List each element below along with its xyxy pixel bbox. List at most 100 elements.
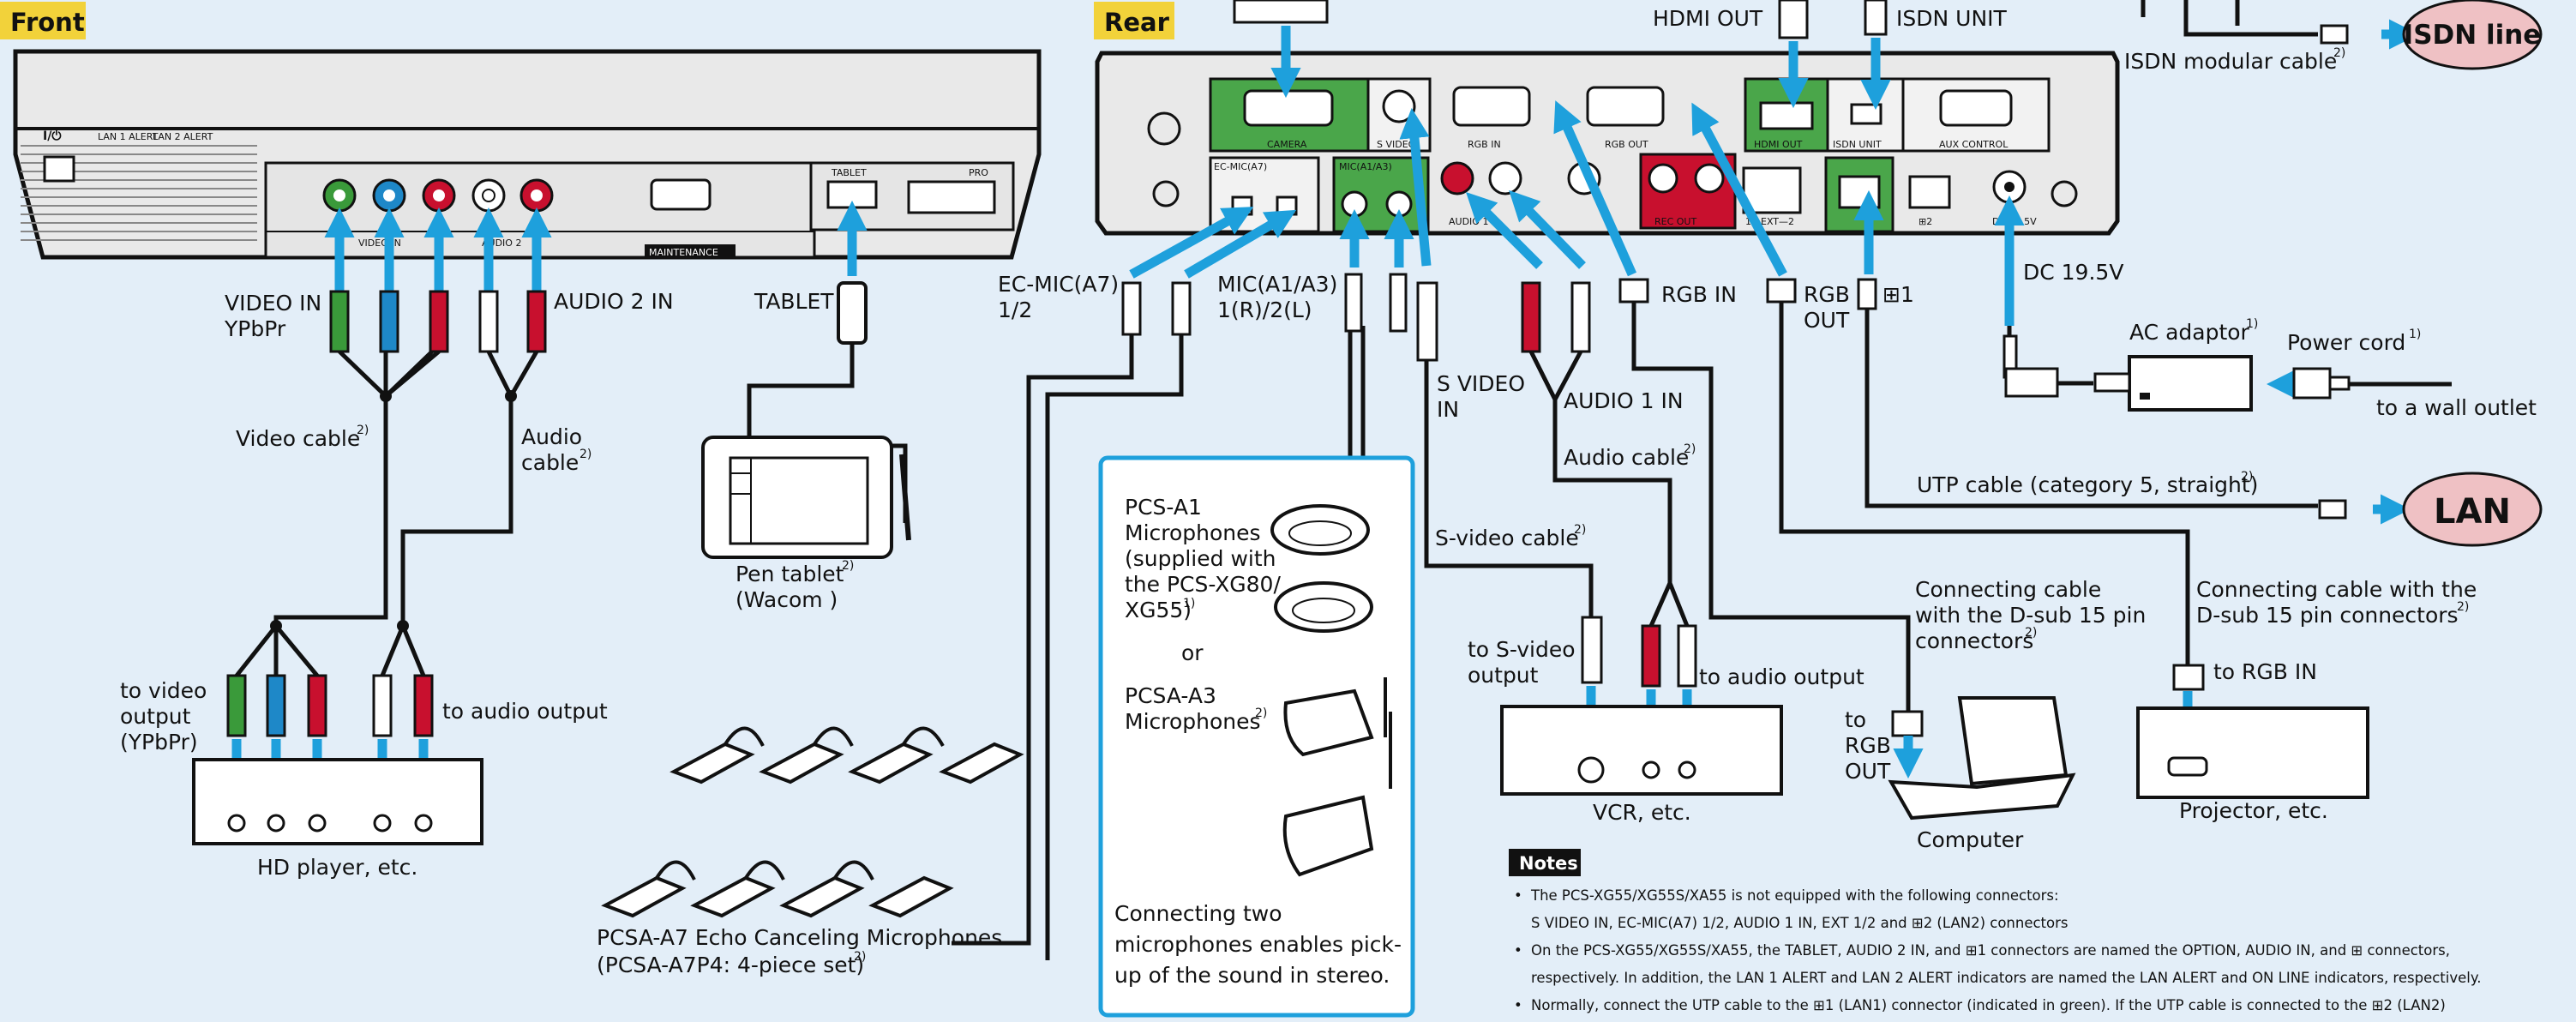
rear-cables	[952, 0, 2452, 960]
rear-svideo-label: S VIDEO	[1377, 139, 1416, 150]
label-rgb-out-2: OUT	[1804, 308, 1850, 333]
video-cable	[226, 290, 908, 737]
label-tablet: TABLET	[754, 289, 834, 314]
label-pcsa-a7-2: (PCSA-A7P4: 4-piece set)	[597, 953, 864, 977]
rear-aux-label: AUX CONTROL	[1939, 139, 2009, 150]
audio1-r-port[interactable]	[1440, 161, 1474, 195]
microphone-box: PCS-A1 Microphones (supplied with the PC…	[1098, 455, 1415, 1018]
lan1-alert-label: LAN 1 ALERT	[98, 131, 159, 142]
audio-cable-sup: 2)	[579, 448, 591, 461]
label-rgb-out-1: RGB	[1804, 282, 1850, 307]
label-to-rgb-out-3: OUT	[1845, 759, 1891, 784]
label-isdn-unit: ISDN UNIT	[1896, 6, 2008, 31]
maintenance-port[interactable]	[650, 178, 712, 211]
pcsa-a7-microphones	[601, 726, 1024, 918]
mic-box-line-1: PCS-A1	[1125, 495, 1202, 520]
label-lan1: ⊞1	[1882, 282, 1914, 307]
mic-2-port[interactable]	[1385, 190, 1413, 218]
note-1b: S VIDEO IN, EC-MIC(A7) 1/2, AUDIO 1 IN, …	[1531, 915, 2069, 931]
aux-control-port[interactable]	[1939, 89, 2013, 127]
label-to-video-1: to video	[120, 678, 207, 703]
pcsa-a7-sup: 2)	[854, 950, 866, 964]
label-to-svideo-1: to S-video	[1468, 637, 1576, 662]
label-pen-tablet: Pen tablet	[736, 562, 844, 586]
maintenance-label: MAINTENANCE	[649, 247, 718, 258]
note-3-bullet: •	[1514, 997, 1522, 1013]
label-to-svideo-2: output	[1468, 663, 1539, 688]
rgb-in-port[interactable]	[1452, 86, 1531, 127]
rear-hdmi-label: HDMI OUT	[1754, 139, 1803, 150]
label-audio2-in: AUDIO 2 IN	[554, 289, 674, 314]
mic-box-line-6: PCSA-A3	[1125, 683, 1216, 708]
rear-isdn-label: ISDN UNIT	[1833, 139, 1882, 150]
conn-c-sup: 2)	[2025, 626, 2037, 640]
front-video-in-label: VIDEO IN	[358, 237, 401, 249]
label-to-rgb-in: to RGB IN	[2213, 659, 2317, 684]
conn-p-sup: 2)	[2457, 600, 2469, 614]
projector	[2136, 691, 2369, 799]
mic-box-stereo-1: Connecting two	[1114, 901, 1282, 926]
label-utp-cable: UTP cable (category 5, straight)	[1917, 472, 2258, 497]
label-pcsa-a7-1: PCSA-A7 Echo Canceling Microphones	[597, 925, 1002, 950]
mic-box-line-2: Microphones	[1125, 520, 1261, 545]
audio1-l-port[interactable]	[1488, 161, 1522, 195]
label-video-cable: Video cable	[236, 426, 360, 451]
label-dc: DC 19.5V	[2023, 260, 2123, 285]
notes: Notes • The PCS-XG55/XG55S/XA55 is not e…	[1509, 849, 2482, 1013]
hdmi-out-port[interactable]	[1759, 101, 1814, 130]
isdn-unit-port[interactable]	[1850, 103, 1882, 125]
front-badge-label: Front	[10, 8, 85, 37]
label-video-in: VIDEO IN	[225, 291, 321, 316]
label-computer: Computer	[1917, 827, 2024, 852]
isdn-cable-sup: 2)	[2333, 46, 2345, 60]
isdn-line-ellipse	[2402, 0, 2543, 70]
pro-slot	[907, 180, 996, 214]
lan2-port[interactable]	[1908, 175, 1951, 209]
mic-box-or: or	[1181, 640, 1204, 665]
note-1-bullet: •	[1514, 887, 1522, 904]
rear-rgb-in-label: RGB IN	[1468, 139, 1501, 150]
power-button[interactable]	[43, 155, 75, 183]
rear-arrows	[1129, 19, 2420, 525]
label-wall-outlet: to a wall outlet	[2376, 395, 2537, 420]
lan-ellipse	[2402, 472, 2543, 547]
label-isdn-cable: ISDN modular cable	[2124, 49, 2337, 74]
rear-ecmic-label: EC-MIC(A7)	[1214, 161, 1267, 172]
note-2b: respectively. In addition, the LAN 1 ALE…	[1531, 970, 2482, 986]
rear-mic-label: MIC(A1/A3)	[1339, 161, 1392, 172]
front-tablet-label: TABLET	[831, 167, 867, 178]
pen-tablet-sup: 2)	[842, 559, 854, 573]
s-video-port[interactable]	[1382, 89, 1416, 123]
label-hd-player: HD player, etc.	[257, 855, 417, 880]
label-to-rgb-out-2: RGB	[1845, 733, 1891, 758]
camera-port[interactable]	[1243, 89, 1334, 127]
front-section: Front I/⏻ LAN 1 ALERT LAN 2 ALERT VIDEO …	[0, 2, 1042, 880]
ec-mic-2-port[interactable]	[1276, 195, 1298, 216]
mic-box-line-3: (supplied with	[1125, 546, 1276, 571]
front-badge	[0, 2, 86, 39]
mic-box-sup-1: 1)	[1183, 597, 1195, 610]
label-conn-p1: Connecting cable with the	[2196, 577, 2477, 602]
label-svideo-cable: S-video cable	[1435, 526, 1579, 550]
mic-box-line-7: Microphones	[1125, 709, 1261, 734]
video-cable-sup: 2)	[357, 424, 369, 437]
label-conn-c1: Connecting cable	[1915, 577, 2101, 602]
mic-1-port[interactable]	[1341, 190, 1368, 218]
tablet-port[interactable]	[826, 180, 878, 209]
label-audio-cable-2: cable	[521, 450, 579, 475]
label-ecmic-1: EC-MIC(A7)	[998, 272, 1119, 297]
utp-cable-sup: 2)	[2241, 470, 2253, 484]
ac-adaptor	[2128, 355, 2253, 412]
rgb-out-port[interactable]	[1586, 86, 1665, 127]
rear-recout-label: REC OUT	[1654, 216, 1696, 227]
label-to-video-2: output	[120, 704, 191, 729]
isdn-line-label: ISDN line	[2404, 20, 2542, 51]
label-conn-c2: with the D-sub 15 pin	[1915, 603, 2146, 628]
mic-box-line-4: the PCS-XG80/	[1125, 572, 1281, 597]
pen-tablet	[701, 436, 911, 559]
power-cord-sup: 1)	[2409, 328, 2421, 341]
label-conn-p2: D-sub 15 pin connectors	[2196, 603, 2459, 628]
rear-audio-cable-sup: 2)	[1684, 442, 1696, 456]
